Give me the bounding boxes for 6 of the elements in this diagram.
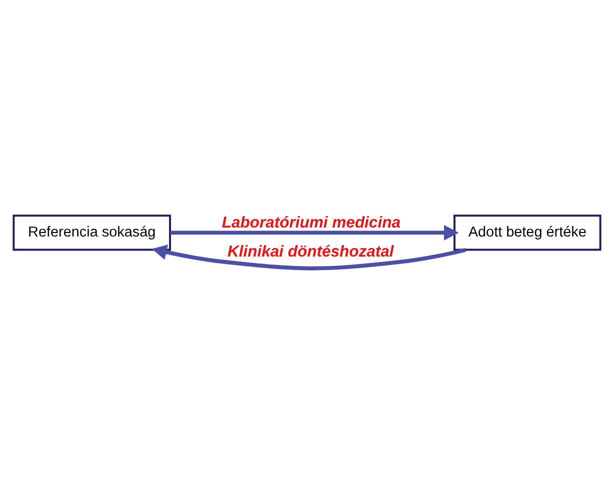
- node-box: Adott beteg értéke: [454, 214, 602, 251]
- edge-label: Laboratóriumi medicina: [222, 214, 400, 232]
- arrow: [152, 244, 466, 270]
- edge-label: Klinikai döntéshozatal: [228, 243, 394, 260]
- arrow: [170, 224, 459, 240]
- node-box: Referencia sokaság: [12, 214, 172, 251]
